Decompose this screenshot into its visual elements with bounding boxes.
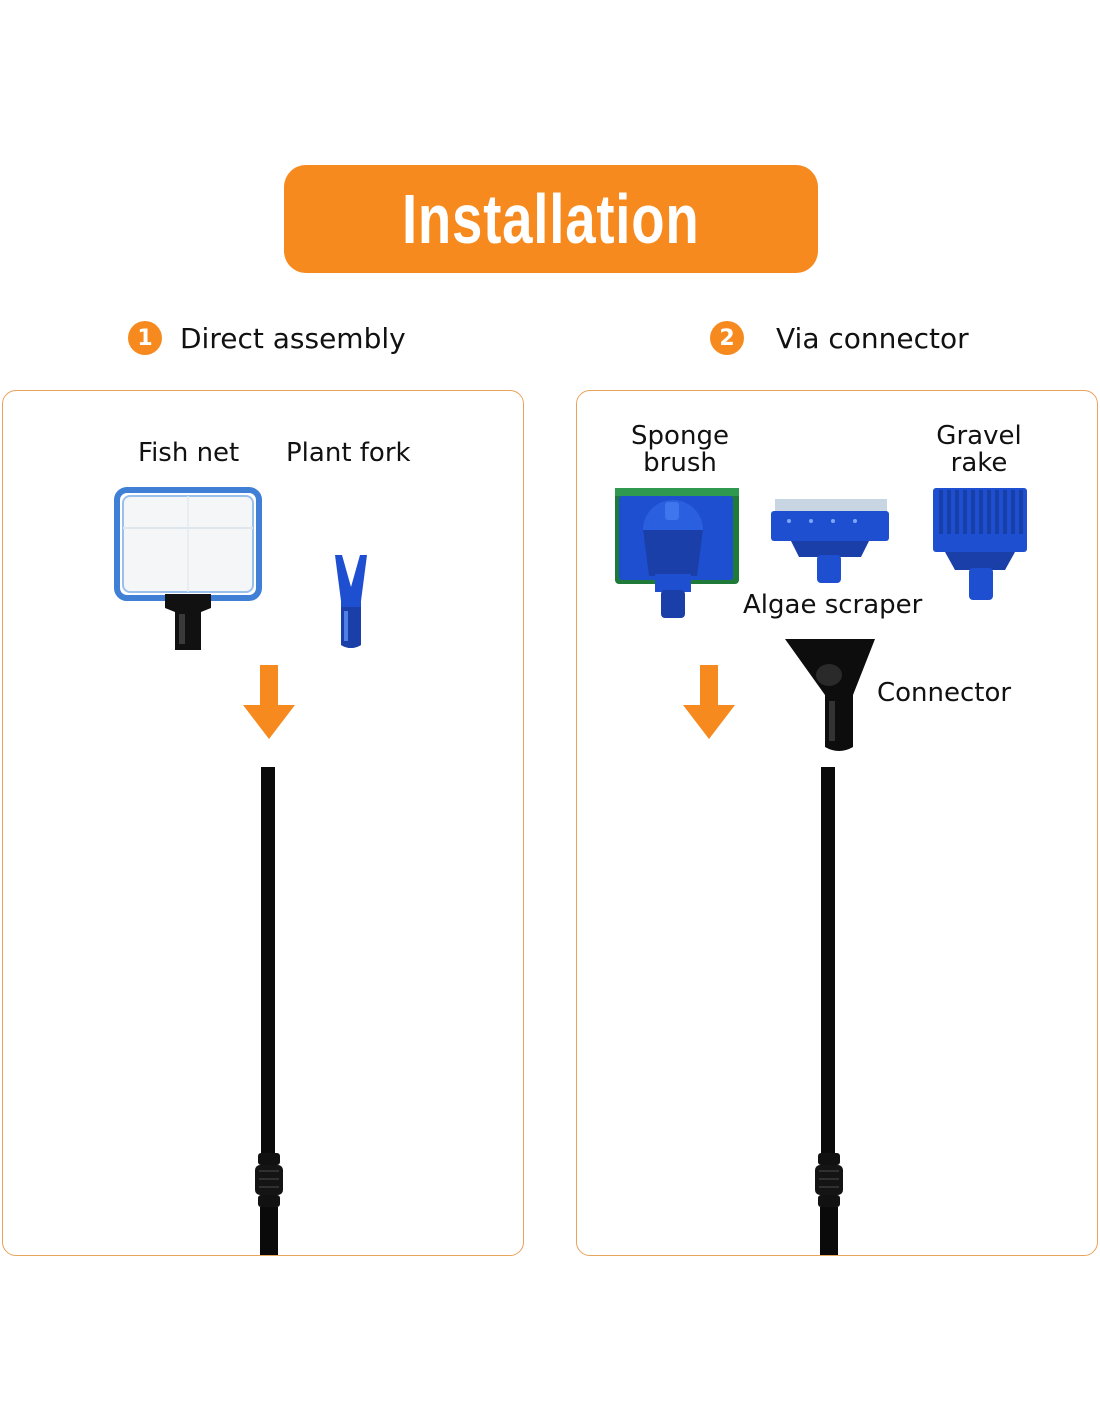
plant-fork-label: Plant fork: [286, 438, 411, 468]
step-label: Direct assembly: [180, 321, 406, 355]
plant-fork-icon: [335, 555, 367, 648]
extension-pole-icon: [255, 767, 283, 1255]
step-direct-assembly: 1 Direct assembly: [128, 318, 406, 358]
down-arrow-icon: [683, 665, 735, 739]
gravel-rake-label: Gravel rake: [936, 421, 1022, 478]
step-label: Via connector: [776, 321, 969, 355]
banner-title: Installation: [402, 180, 700, 258]
fish-net-label: Fish net: [138, 438, 240, 468]
down-arrow-icon: [243, 665, 295, 739]
sponge-brush-icon: [615, 488, 739, 618]
algae-scraper-icon: [771, 499, 889, 583]
extension-pole-icon: [815, 767, 843, 1255]
connector-label: Connector: [877, 678, 1012, 708]
gravel-rake-icon: [933, 488, 1027, 600]
direct-assembly-panel: Fish net Plant fork: [2, 390, 524, 1256]
algae-scraper-label: Algae scraper: [743, 590, 923, 620]
connector-icon: [785, 639, 875, 751]
sponge-brush-label: Sponge brush: [631, 421, 729, 478]
installation-banner: Installation: [284, 165, 818, 273]
fish-net-icon: [114, 487, 262, 650]
step-number-badge: 2: [710, 321, 744, 355]
via-connector-panel: Sponge brush Gravel rake Algae scraper C…: [576, 390, 1098, 1256]
step-via-connector: 2 Via connector: [710, 318, 969, 358]
step-number-badge: 1: [128, 321, 162, 355]
